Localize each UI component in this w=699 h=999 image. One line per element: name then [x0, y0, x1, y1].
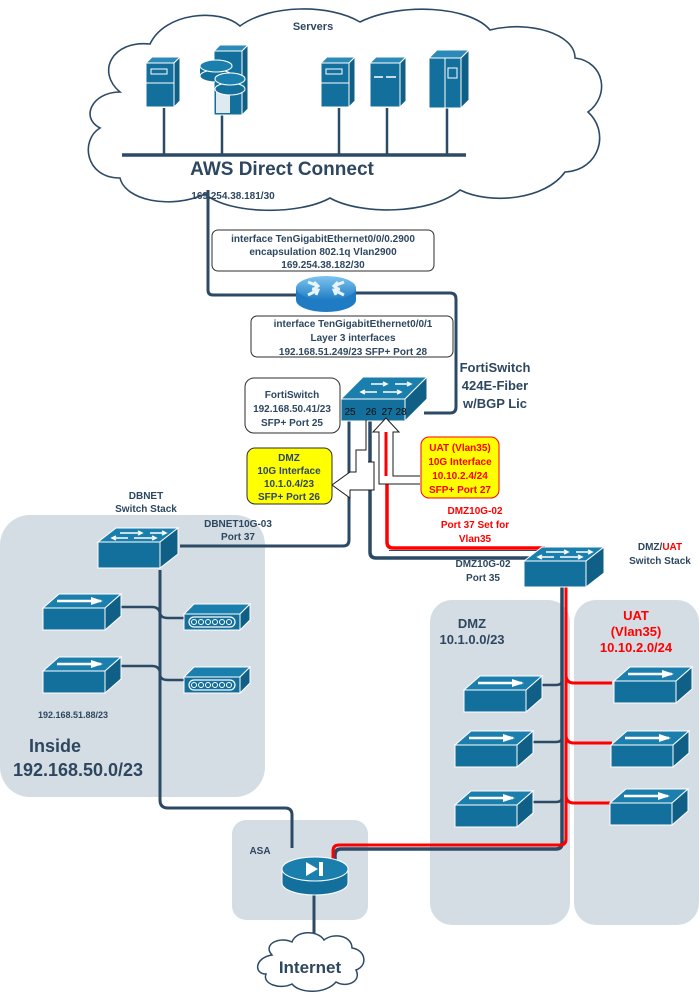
- dmz-callout-title: DMZ: [278, 453, 300, 464]
- port-27-label: 27: [381, 407, 393, 418]
- database-server-icon: [199, 43, 250, 117]
- port-25-label: 25: [344, 407, 356, 418]
- server-icon: [368, 55, 408, 109]
- dmz-zone-label: DMZ: [458, 616, 486, 631]
- router-lan-ip: 192.168.51.249/23 SFP+ Port 28: [279, 347, 428, 358]
- dmz-access-switch-icon: [453, 789, 535, 829]
- dmz-uat-stack-sublabel: Switch Stack: [629, 556, 691, 567]
- aws-direct-connect-label: AWS Direct Connect: [190, 159, 374, 180]
- fortiswitch-mgmt-box: [244, 377, 341, 434]
- uat-callout-ip: 10.10.2.4/24: [432, 471, 488, 482]
- dbnet-stack-sublabel: Switch Stack: [115, 504, 177, 515]
- hub-icon: [183, 666, 251, 694]
- router-wan-interface: interface TenGigabitEthernet0/0/0.2900: [231, 234, 415, 245]
- router-wan-ip: 169.254.38.182/30: [281, 260, 365, 271]
- uat-access-switch-icon: [609, 729, 691, 769]
- mgmt-box-title: FortiSwitch: [265, 390, 319, 401]
- access-switch-icon: [41, 592, 123, 632]
- router-lan-interface: interface TenGigabitEthernet0/0/1: [274, 319, 433, 330]
- dmz-callout-interface: 10G Interface: [257, 466, 321, 477]
- router-icon: [296, 276, 356, 312]
- dbnet-port-number: Port 37: [221, 532, 255, 543]
- link-port27-uat: [385, 420, 545, 550]
- link-uat-asa: [331, 586, 568, 864]
- dmz-uat-switch-stack-icon: [523, 546, 605, 588]
- port-26-label: 26: [365, 407, 377, 418]
- server-icon: [427, 48, 471, 110]
- aws-cloud: [87, 8, 603, 212]
- dbnet-switch-stack-icon: [97, 527, 179, 569]
- uat-zone-label: UAT: [623, 608, 649, 623]
- uat-callout-arrow: [371, 417, 420, 485]
- uat-callout-port: SFP+ Port 27: [429, 485, 491, 496]
- dmz-callout-port: SFP+ Port 26: [258, 492, 320, 503]
- dmz-red-port-label: DMZ10G-02: [447, 506, 502, 517]
- fortiswitch-label: FortiSwitch: [460, 360, 531, 375]
- dmz-access-switch-icon: [453, 729, 535, 769]
- asa-label: ASA: [249, 846, 270, 857]
- uat-access-switch-icon: [612, 665, 694, 705]
- uat-callout-title: UAT (Vlan35): [429, 443, 491, 454]
- inside-zone-label: Inside: [29, 736, 81, 756]
- dmz-callout-arrow: [331, 420, 375, 499]
- dmz-dark-port-label: DMZ10G-02: [455, 559, 510, 570]
- uat-access-switch-icon: [608, 787, 690, 827]
- inside-zone: [0, 515, 265, 797]
- dmz-red-port-desc: Port 37 Set for: [441, 520, 509, 531]
- router-lan-layer: Layer 3 interfaces: [310, 333, 395, 344]
- dmz-dark-port-number: Port 35: [466, 573, 500, 584]
- mgmt-box-ip: 192.168.50.41/23: [253, 404, 331, 415]
- dmz-red-port-vlan: Vlan35: [459, 534, 492, 545]
- fortiswitch-license-label: w/BGP Lic: [462, 396, 527, 411]
- dbnet-port-label: DBNET10G-03: [204, 519, 272, 530]
- uat-zone-vlan: (Vlan35): [611, 624, 662, 639]
- internet-label: Internet: [279, 958, 342, 977]
- link-port25-dbnet: [180, 420, 351, 548]
- internet-cloud: [257, 932, 365, 992]
- dbnet-stack-label: DBNET: [129, 491, 163, 502]
- server-icon: [319, 55, 357, 109]
- link-cloud-router: [206, 190, 296, 297]
- servers-label: Servers: [293, 21, 333, 33]
- dmz-access-switch-icon: [462, 674, 544, 714]
- link-port26-dmz: [368, 420, 530, 560]
- link-router-fortiswitch: [355, 291, 458, 415]
- asa-firewall-icon: [281, 856, 349, 896]
- server-icon: [144, 55, 182, 109]
- aws-ip-label: 169.254.38.181/30: [191, 191, 275, 202]
- inside-zone-subnet: 192.168.50.0/23: [13, 760, 143, 780]
- port-28-label: 28: [395, 407, 407, 418]
- dmz-callout-box: [246, 447, 333, 505]
- uat-callout-interface: 10G Interface: [428, 457, 492, 468]
- router-wan-info-box: [211, 229, 435, 272]
- dmz-uat-stack-label: DMZ/UAT: [638, 542, 682, 553]
- dmz-callout-ip: 10.1.0.4/23: [264, 479, 314, 490]
- router-wan-encapsulation: encapsulation 802.1q Vlan2900: [249, 247, 397, 258]
- dmz-zone-subnet: 10.1.0.0/23: [439, 632, 504, 647]
- hub-icon: [183, 603, 251, 631]
- dbnet-device-ip: 192.168.51.88/23: [38, 710, 108, 720]
- fortiswitch-icon: [339, 375, 429, 423]
- link-dbnet-asa: [158, 570, 294, 848]
- access-switch-icon: [41, 655, 123, 695]
- uat-zone-subnet: 10.10.2.0/24: [600, 640, 673, 655]
- uat-callout-box: [420, 436, 500, 499]
- router-lan-info-box: [250, 315, 454, 358]
- fortiswitch-model-label: 424E-Fiber: [462, 378, 528, 393]
- mgmt-box-port: SFP+ Port 25: [261, 418, 323, 429]
